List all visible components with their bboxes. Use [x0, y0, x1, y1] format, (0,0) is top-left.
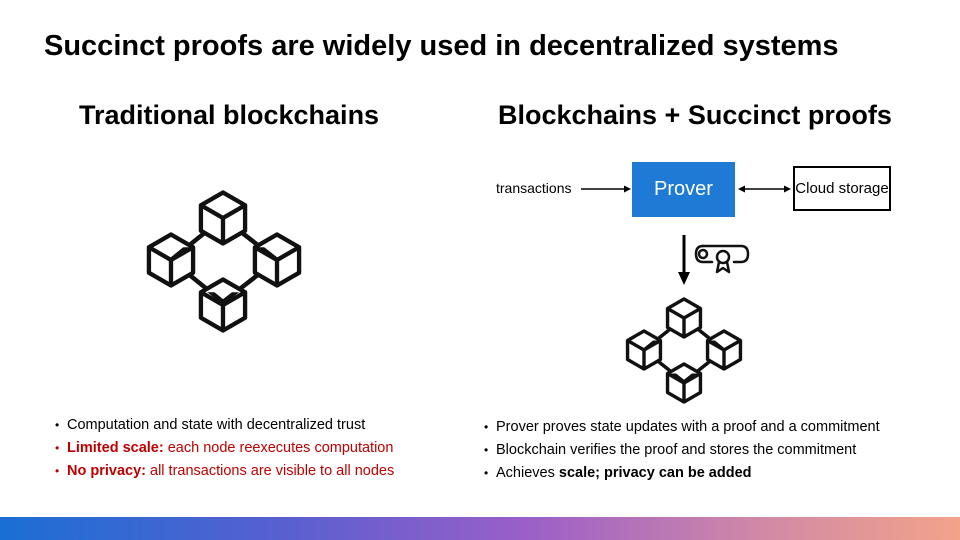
bullet-item: Blockchain verifies the proof and stores… [484, 439, 880, 462]
bullet-item: Achieves scale; privacy can be added [484, 462, 880, 485]
slide-title: Succinct proofs are widely used in decen… [44, 30, 839, 62]
prover-box: Prover [632, 162, 735, 217]
blockchain-icon [146, 190, 302, 333]
bullet-item: No privacy: all transactions are visible… [55, 460, 394, 483]
gradient-footer-bar [0, 517, 960, 540]
heading-traditional-blockchains: Traditional blockchains [79, 100, 380, 130]
bullets-traditional: Computation and state with decentralized… [55, 414, 394, 483]
transactions-label: transactions [496, 180, 572, 196]
heading-blockchains-succinct-proofs: Blockchains + Succinct proofs [498, 100, 892, 130]
prover-label: Prover [654, 178, 713, 200]
blockchain-icon [625, 297, 743, 404]
cloud-storage-box: Cloud storage [793, 166, 891, 211]
bullet-item: Computation and state with decentralized… [55, 414, 394, 437]
cloud-storage-label: Cloud storage [795, 179, 889, 197]
bullets-succinct: Prover proves state updates with a proof… [484, 416, 880, 485]
bullet-item: Limited scale: each node reexecutes comp… [55, 437, 394, 460]
certificate-icon [694, 244, 750, 274]
arrow-prover-storage [738, 185, 791, 193]
arrow-prover-to-blockchain [678, 235, 690, 285]
arrow-transactions-to-prover [581, 185, 631, 193]
bullet-item: Prover proves state updates with a proof… [484, 416, 880, 439]
